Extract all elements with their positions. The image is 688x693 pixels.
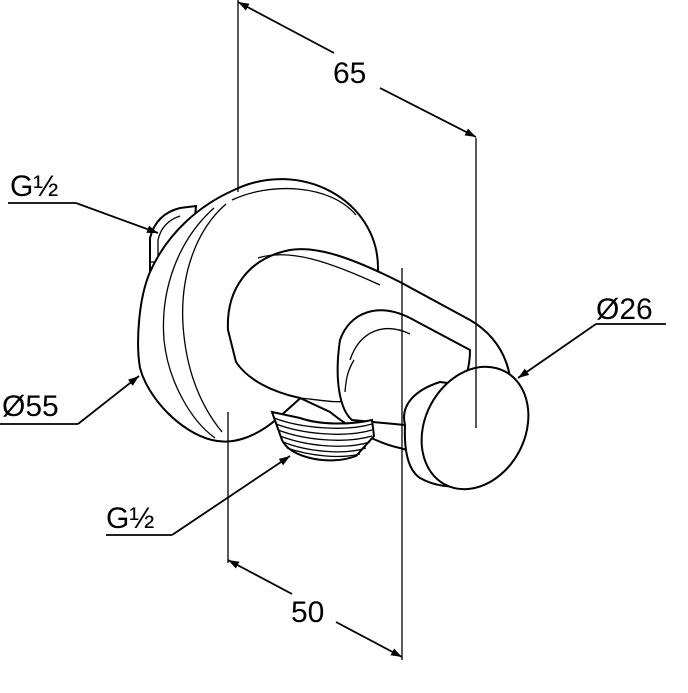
diameter-55-label: Ø55	[2, 390, 59, 423]
dimension-65-label: 65	[333, 57, 366, 90]
dimension-50-label: 50	[291, 596, 324, 629]
extension-lines	[227, 0, 477, 660]
dimension-50: 50	[227, 559, 403, 658]
thread-bottom-callout: G½	[106, 455, 291, 536]
thread-top-callout: G½	[8, 170, 159, 234]
front-cylinder	[403, 365, 530, 491]
diameter-26-label: Ø26	[596, 293, 653, 326]
wall-outlet-part	[137, 178, 530, 491]
diameter-26-callout: Ø26	[517, 293, 666, 379]
thread-bottom-label: G½	[106, 502, 154, 535]
thread-top-label: G½	[10, 170, 58, 203]
dimension-65: 65	[237, 1, 477, 138]
bottom-thread	[270, 410, 376, 462]
diameter-55-callout: Ø55	[0, 375, 140, 425]
